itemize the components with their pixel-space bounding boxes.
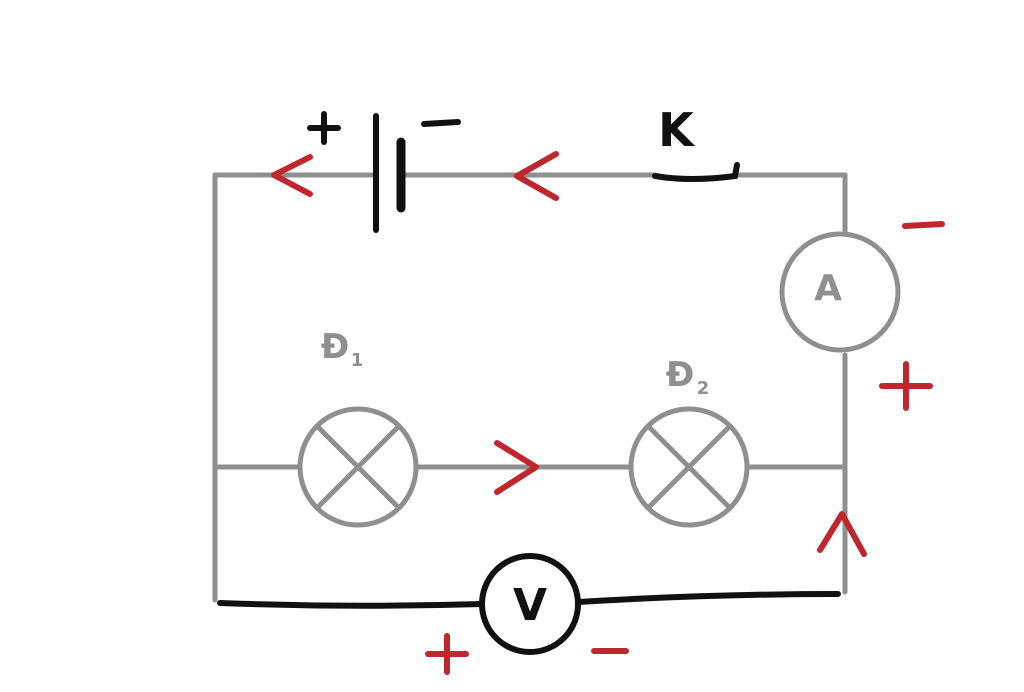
lamp-d2: Đ 2 — [628, 355, 750, 528]
battery — [307, 111, 461, 233]
voltmeter: V — [425, 553, 629, 675]
wire-bottom-left — [217, 600, 485, 609]
lamp-d2-cross-b — [645, 423, 733, 511]
current-arrow-right — [817, 511, 867, 557]
current-arrows — [271, 151, 867, 557]
lamp-d1-cross-b — [314, 423, 402, 511]
lamp-d1: Đ 1 — [297, 327, 419, 528]
wires — [212, 172, 848, 609]
lamp-d2-subscript: 2 — [697, 378, 710, 399]
switch: K — [652, 103, 740, 182]
battery-plus-sign — [307, 111, 341, 145]
current-arrow-lamp-row — [494, 440, 539, 495]
ammeter-minus-sign — [902, 221, 945, 229]
lamp-d1-subscript: 1 — [351, 350, 364, 371]
battery-minus-sign — [421, 119, 461, 127]
current-arrow-top-left — [271, 154, 313, 197]
lamp-d1-label: Đ — [321, 327, 350, 367]
switch-label: K — [658, 103, 696, 157]
ammeter-plus-sign — [879, 361, 933, 411]
voltmeter-label: V — [513, 580, 547, 631]
voltmeter-ring — [479, 553, 581, 655]
lamp-d2-label: Đ — [666, 355, 695, 395]
voltmeter-plus-sign — [425, 633, 469, 675]
ammeter-ring — [779, 231, 901, 353]
current-arrow-top-middle — [514, 151, 559, 201]
ammeter-label: A — [814, 268, 842, 309]
switch-blade — [652, 162, 740, 182]
wire-bottom-right — [575, 591, 841, 605]
ammeter: A — [779, 221, 945, 411]
